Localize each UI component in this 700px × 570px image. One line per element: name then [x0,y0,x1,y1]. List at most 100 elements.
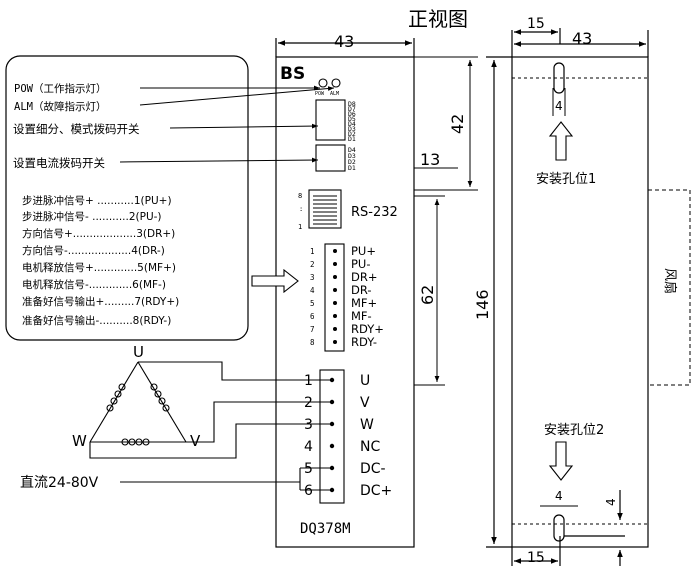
power-pin-number: 2 [304,395,313,411]
dip-label: D3 [348,125,356,133]
dim-connector-gap: 13 [420,150,440,169]
signal-pin-label: DR+ [351,270,377,284]
callout-signal: 电机释放信号+.............5(MF+) [22,261,176,274]
alm-led-label: ALM [330,91,339,97]
rs232-pin-bottom: 1 [298,223,302,231]
signal-pin-number: 5 [310,299,315,308]
dip-switch-current [315,144,346,172]
signal-arrow-icon [251,268,299,294]
rs232-label: RS-232 [351,205,398,220]
power-connector [319,369,345,504]
hole2-label: 安装孔位2 [544,423,604,438]
pow-led [318,78,328,88]
dip-label: D1 [348,164,356,172]
dim-front-width: 43 [334,32,354,51]
dip-label: D6 [348,110,356,118]
dip-switch-mode [315,99,346,141]
power-pin-label: U [360,373,370,389]
dim-hole-offset-bottom: 15 [527,550,545,566]
signal-pin-number: 4 [310,286,315,295]
motor-winding [89,361,330,491]
signal-pin-number: 1 [310,247,315,256]
side-body [511,56,649,548]
dip-label: D2 [348,158,356,166]
power-pin-label: W [360,417,374,433]
signal-pin-dots [333,249,337,344]
callout-signal: 准备好信号输出+.........7(RDY+) [22,295,179,308]
power-pin-label: DC- [360,461,386,477]
alm-led [331,78,341,88]
power-pin-number: 1 [304,373,313,389]
callout-dip-mode: 设置细分、模式拨码开关 [13,122,140,136]
signal-pin-number: 6 [310,312,315,321]
hole2-arrow-icon [548,441,574,481]
callout-pow: POW（工作指示灯） [14,82,106,95]
callout-signal: 方向信号-...................4(DR-) [22,244,165,257]
dip-label: D4 [348,146,356,154]
signal-pin-label: MF- [351,309,372,323]
callout-dip-current: 设置电流拨码开关 [13,156,105,170]
power-pin-number: 4 [304,439,313,455]
signal-pin-number: 8 [310,338,315,347]
dip-label: D4 [348,120,356,128]
mounting-slot-bottom [553,514,565,542]
dim-top-offset: 42 [448,114,467,134]
motor-w-label: W [72,432,87,450]
dim-hole-width-bottom: 4 [555,489,563,503]
callout-signal: 步进脉冲信号- ...........2(PU-) [22,210,162,223]
brand-logo: BS [280,64,305,84]
dip-label: D8 [348,100,356,108]
signal-pin-label: RDY+ [351,322,384,336]
drawing-title: 正视图 [408,7,468,31]
signal-connector [324,243,345,352]
power-supply-label: 直流24-80V [20,474,99,491]
signal-pin-label: DR- [351,283,372,297]
signal-pin-label: MF+ [351,296,377,310]
dip-label: D7 [348,105,356,113]
signal-pin-label: RDY- [351,335,377,349]
dip-label: D1 [348,135,356,143]
pow-led-label: POW [315,91,325,97]
hole1-label: 安装孔位1 [536,172,596,187]
power-pin-label: NC [360,439,380,455]
front-view [275,38,415,548]
dim-hole-bottom-offset: 4 [604,498,618,506]
signal-pin-number: 3 [310,273,315,282]
signal-pin-number: 2 [310,260,315,269]
mounting-slot-top [553,62,565,94]
signal-pin-label: PU- [351,257,371,271]
power-pin-number: 5 [304,461,313,477]
callout-alm: ALM（故障指示灯） [14,100,106,113]
power-pin-label: DC+ [360,483,392,499]
fan-label: 风扇 [662,268,678,294]
signal-pin-label: PU+ [351,244,376,258]
dim-hole-offset-top: 15 [527,16,545,32]
rs232-pin-top: 8 [298,192,302,200]
dim-side-width: 43 [572,29,592,48]
power-pin-label: V [360,395,370,411]
callout-signal: 电机释放信号-.............6(MF-) [22,278,166,291]
driver-body [275,56,415,548]
callout-signal: 步进脉冲信号+ ...........1(PU+) [22,194,172,207]
dip-label: D3 [348,152,356,160]
dim-connector-height: 62 [418,285,437,305]
rs232-pin-dots: : [299,205,303,213]
signal-pin-number: 7 [310,325,315,334]
side-view [486,28,691,566]
callout-signal: 方向信号+...................3(DR+) [22,227,175,240]
callout-box [5,55,249,341]
dim-total-height: 146 [473,289,492,320]
model-label: DQ378M [300,521,351,537]
power-pin-number: 3 [304,417,313,433]
motor-v-label: V [190,432,201,450]
callout-signal: 准备好信号输出-..........8(RDY-) [22,314,171,327]
dim-hole-width-top: 4 [555,99,563,113]
dip-label: D5 [348,115,356,123]
hole1-arrow-icon [548,121,574,161]
power-pin-number: 6 [304,483,313,499]
power-pin-dots [329,377,335,493]
rs232-connector [308,189,342,229]
dip-label: D2 [348,130,356,138]
motor-u-label: U [133,343,144,361]
